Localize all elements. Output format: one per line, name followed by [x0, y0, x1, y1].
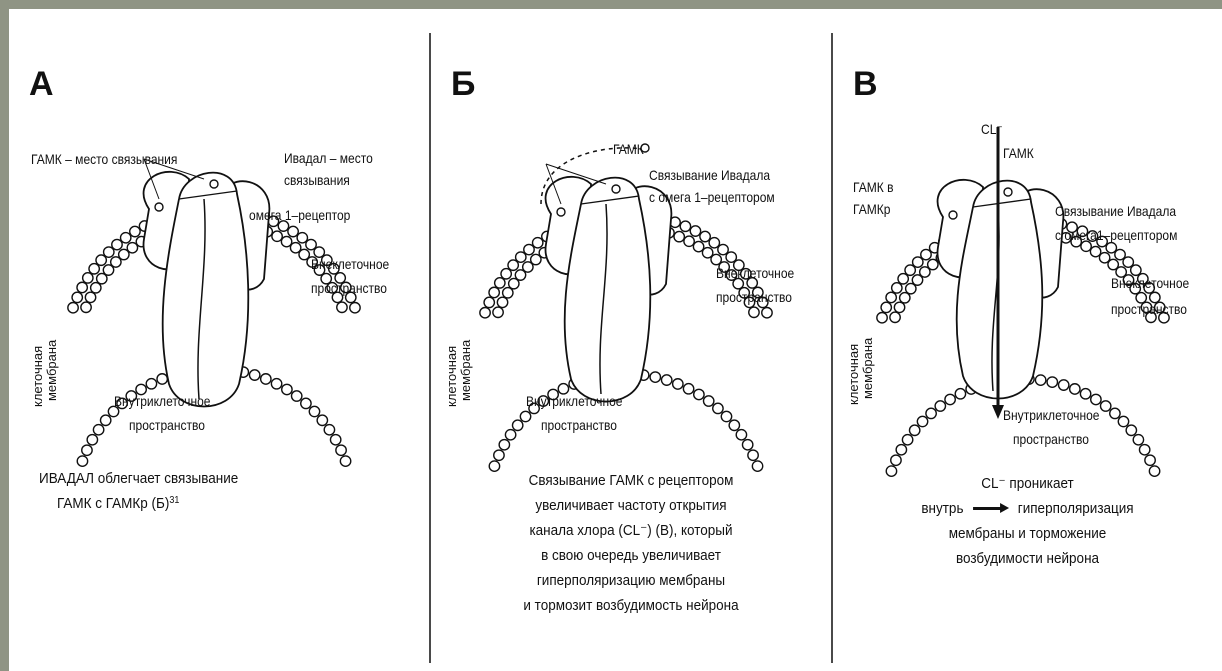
gaba-binding-site-marker: [949, 211, 957, 219]
gaba-label-c: ГАМК: [1003, 145, 1034, 162]
ivadal-binding-c-label-2: с омега1–рецептором: [1055, 227, 1177, 244]
extracellular-label-2: пространство: [311, 280, 387, 297]
intracellular-label-1: Внутриклеточное: [114, 393, 210, 410]
ivadal-binding-site-marker: [612, 185, 620, 193]
chloride-ion-label: CL⁻: [981, 121, 1003, 138]
membrane-label-2: мембрана: [45, 340, 59, 401]
diagram-slide: А ГАМК – место связывания Ивадал – место…: [9, 9, 1222, 671]
caption-c-inward: внутрь: [921, 500, 963, 517]
ivadal-site-label-2: связывания: [284, 172, 350, 189]
intracellular-b-label-1: Внутриклеточное: [526, 393, 622, 410]
ivadal-site-label-1: Ивадал – место: [284, 150, 373, 167]
panel-b: Б ГАМК Связывание Ивадала с омега 1–реце…: [431, 9, 831, 671]
gaba-binding-site-marker: [557, 208, 565, 216]
caption-c-line1: CL⁻ проникает: [852, 471, 1202, 496]
caption-c-hyperpolarization: гиперполяризация: [1018, 500, 1134, 517]
extracellular-b-label-2: пространство: [716, 289, 792, 306]
caption-c-line3: мембраны и торможение: [852, 521, 1202, 546]
extracellular-b-label-1: Внеклеточное: [716, 265, 794, 282]
caption-a: ИВАДАЛ облегчает связывание ГАМК с ГАМКр…: [39, 466, 238, 516]
panel-a: А ГАМК – место связывания Ивадал – место…: [9, 9, 429, 671]
caption-c-line2: внутрь гиперполяризация: [852, 496, 1202, 521]
caption-b-line: канала хлора (CL⁻) (В), который: [451, 518, 811, 543]
ivadal-binding-label-1: Связывание Ивадала: [649, 167, 770, 184]
caption-a-line1: ИВАДАЛ облегчает связывание: [39, 466, 238, 491]
ivadal-binding-c-label-1: Связывание Ивадала: [1055, 203, 1176, 220]
receptor-diagram-a: [9, 9, 429, 671]
intracellular-label-2: пространство: [129, 417, 205, 434]
caption-a-footnote: 31: [169, 495, 179, 506]
caption-c-line4: возбудимости нейрона: [852, 546, 1202, 571]
gaba-in-receptor-label-2: ГАМКр: [853, 201, 890, 218]
caption-b-line: гиперполяризацию мембраны: [451, 568, 811, 593]
intracellular-c-label-1: Внутриклеточное: [1003, 407, 1099, 424]
membrane-label-1: клеточная: [31, 346, 45, 407]
ivadal-binding-label-2: с омега 1–рецептором: [649, 189, 775, 206]
membrane-c-label-2: мембрана: [861, 338, 875, 399]
membrane-b-label-2: мембрана: [459, 340, 473, 401]
ivadal-binding-site-marker: [1004, 188, 1012, 196]
omega-receptor-label: омега 1–рецептор: [249, 207, 350, 224]
intracellular-c-label-2: пространство: [1013, 431, 1089, 448]
extracellular-c-label-2: пространство: [1111, 301, 1187, 318]
membrane-c-label-1: клеточная: [847, 344, 861, 405]
gaba-in-receptor-label-1: ГАМК в: [853, 179, 894, 196]
gaba-binding-site-marker: [155, 203, 163, 211]
gaba-label-b: ГАМК: [613, 141, 644, 158]
intracellular-b-label-2: пространство: [541, 417, 617, 434]
extracellular-c-label-1: Внеклеточное: [1111, 275, 1189, 292]
panel-c: В CL⁻ ГАМК ГАМК в ГАМКр Связывание Ивада…: [833, 9, 1222, 671]
caption-a-line2: ГАМК с ГАМКр (Б)31: [39, 491, 238, 516]
caption-b-line: Связывание ГАМК с рецептором: [451, 468, 811, 493]
caption-b: Связывание ГАМК с рецептором увеличивает…: [451, 468, 811, 618]
caption-b-line: в свою очередь увеличивает: [451, 543, 811, 568]
ivadal-binding-site-marker: [210, 180, 218, 188]
arrow-right-icon: [973, 503, 1009, 513]
caption-a-line2-text: ГАМК с ГАМКр (Б): [57, 495, 169, 512]
caption-b-line: и тормозит возбудимость нейрона: [451, 593, 811, 618]
membrane-b-label-1: клеточная: [445, 346, 459, 407]
caption-c: CL⁻ проникает внутрь гиперполяризация ме…: [852, 471, 1202, 571]
caption-b-line: увеличивает частоту открытия: [451, 493, 811, 518]
extracellular-label-1: Внеклеточное: [311, 256, 389, 273]
gaba-binding-site-label: ГАМК – место связывания: [31, 151, 177, 168]
receptor-diagram-c: [833, 9, 1222, 671]
